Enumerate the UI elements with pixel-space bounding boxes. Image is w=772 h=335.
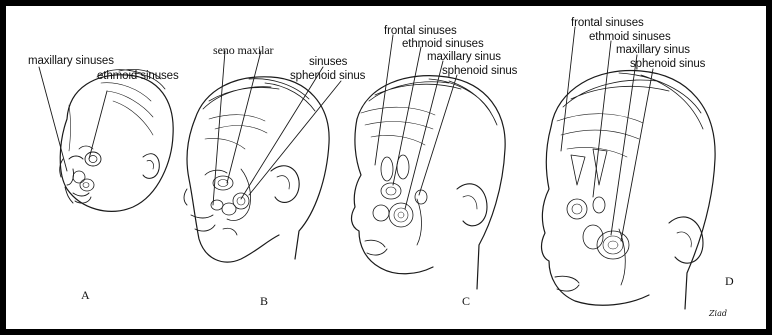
label-d-sphenoid-sinus: sphenoid sinus [630, 58, 705, 70]
label-b-seno-maxilar: seno maxilar [213, 44, 273, 56]
label-c-sphenoid-sinus: sphenoid sinus [442, 65, 517, 77]
head-d-drawing [542, 71, 716, 309]
label-c-frontal-sinuses: frontal sinuses [384, 25, 457, 37]
label-c-maxillary-sinus: maxillary sinus [427, 51, 501, 63]
panel-letter-a: A [81, 288, 90, 303]
label-b-sphenoid-sinus: sphenoid sinus [290, 70, 365, 82]
label-b-sinuses: sinuses [309, 56, 347, 68]
illustration-panel: maxillary sinuses ethmoid sinuses seno m… [9, 9, 763, 326]
head-a-drawing [60, 69, 173, 211]
head-c-drawing [352, 76, 506, 289]
label-c-ethmoid-sinuses: ethmoid sinuses [402, 38, 484, 50]
label-d-ethmoid-sinuses: ethmoid sinuses [589, 31, 671, 43]
panel-letter-c: C [462, 294, 470, 309]
label-a-maxillary-sinuses: maxillary sinuses [28, 55, 114, 67]
sinus-development-illustration [9, 9, 763, 326]
head-b-drawing [184, 77, 329, 262]
label-d-maxillary-sinus: maxillary sinus [616, 44, 690, 56]
label-d-frontal-sinuses: frontal sinuses [571, 17, 644, 29]
artist-signature: Ziad [709, 309, 727, 318]
label-a-ethmoid-sinuses: ethmoid sinuses [97, 70, 179, 82]
panel-letter-b: B [260, 294, 268, 309]
panel-letter-d: D [725, 274, 734, 289]
